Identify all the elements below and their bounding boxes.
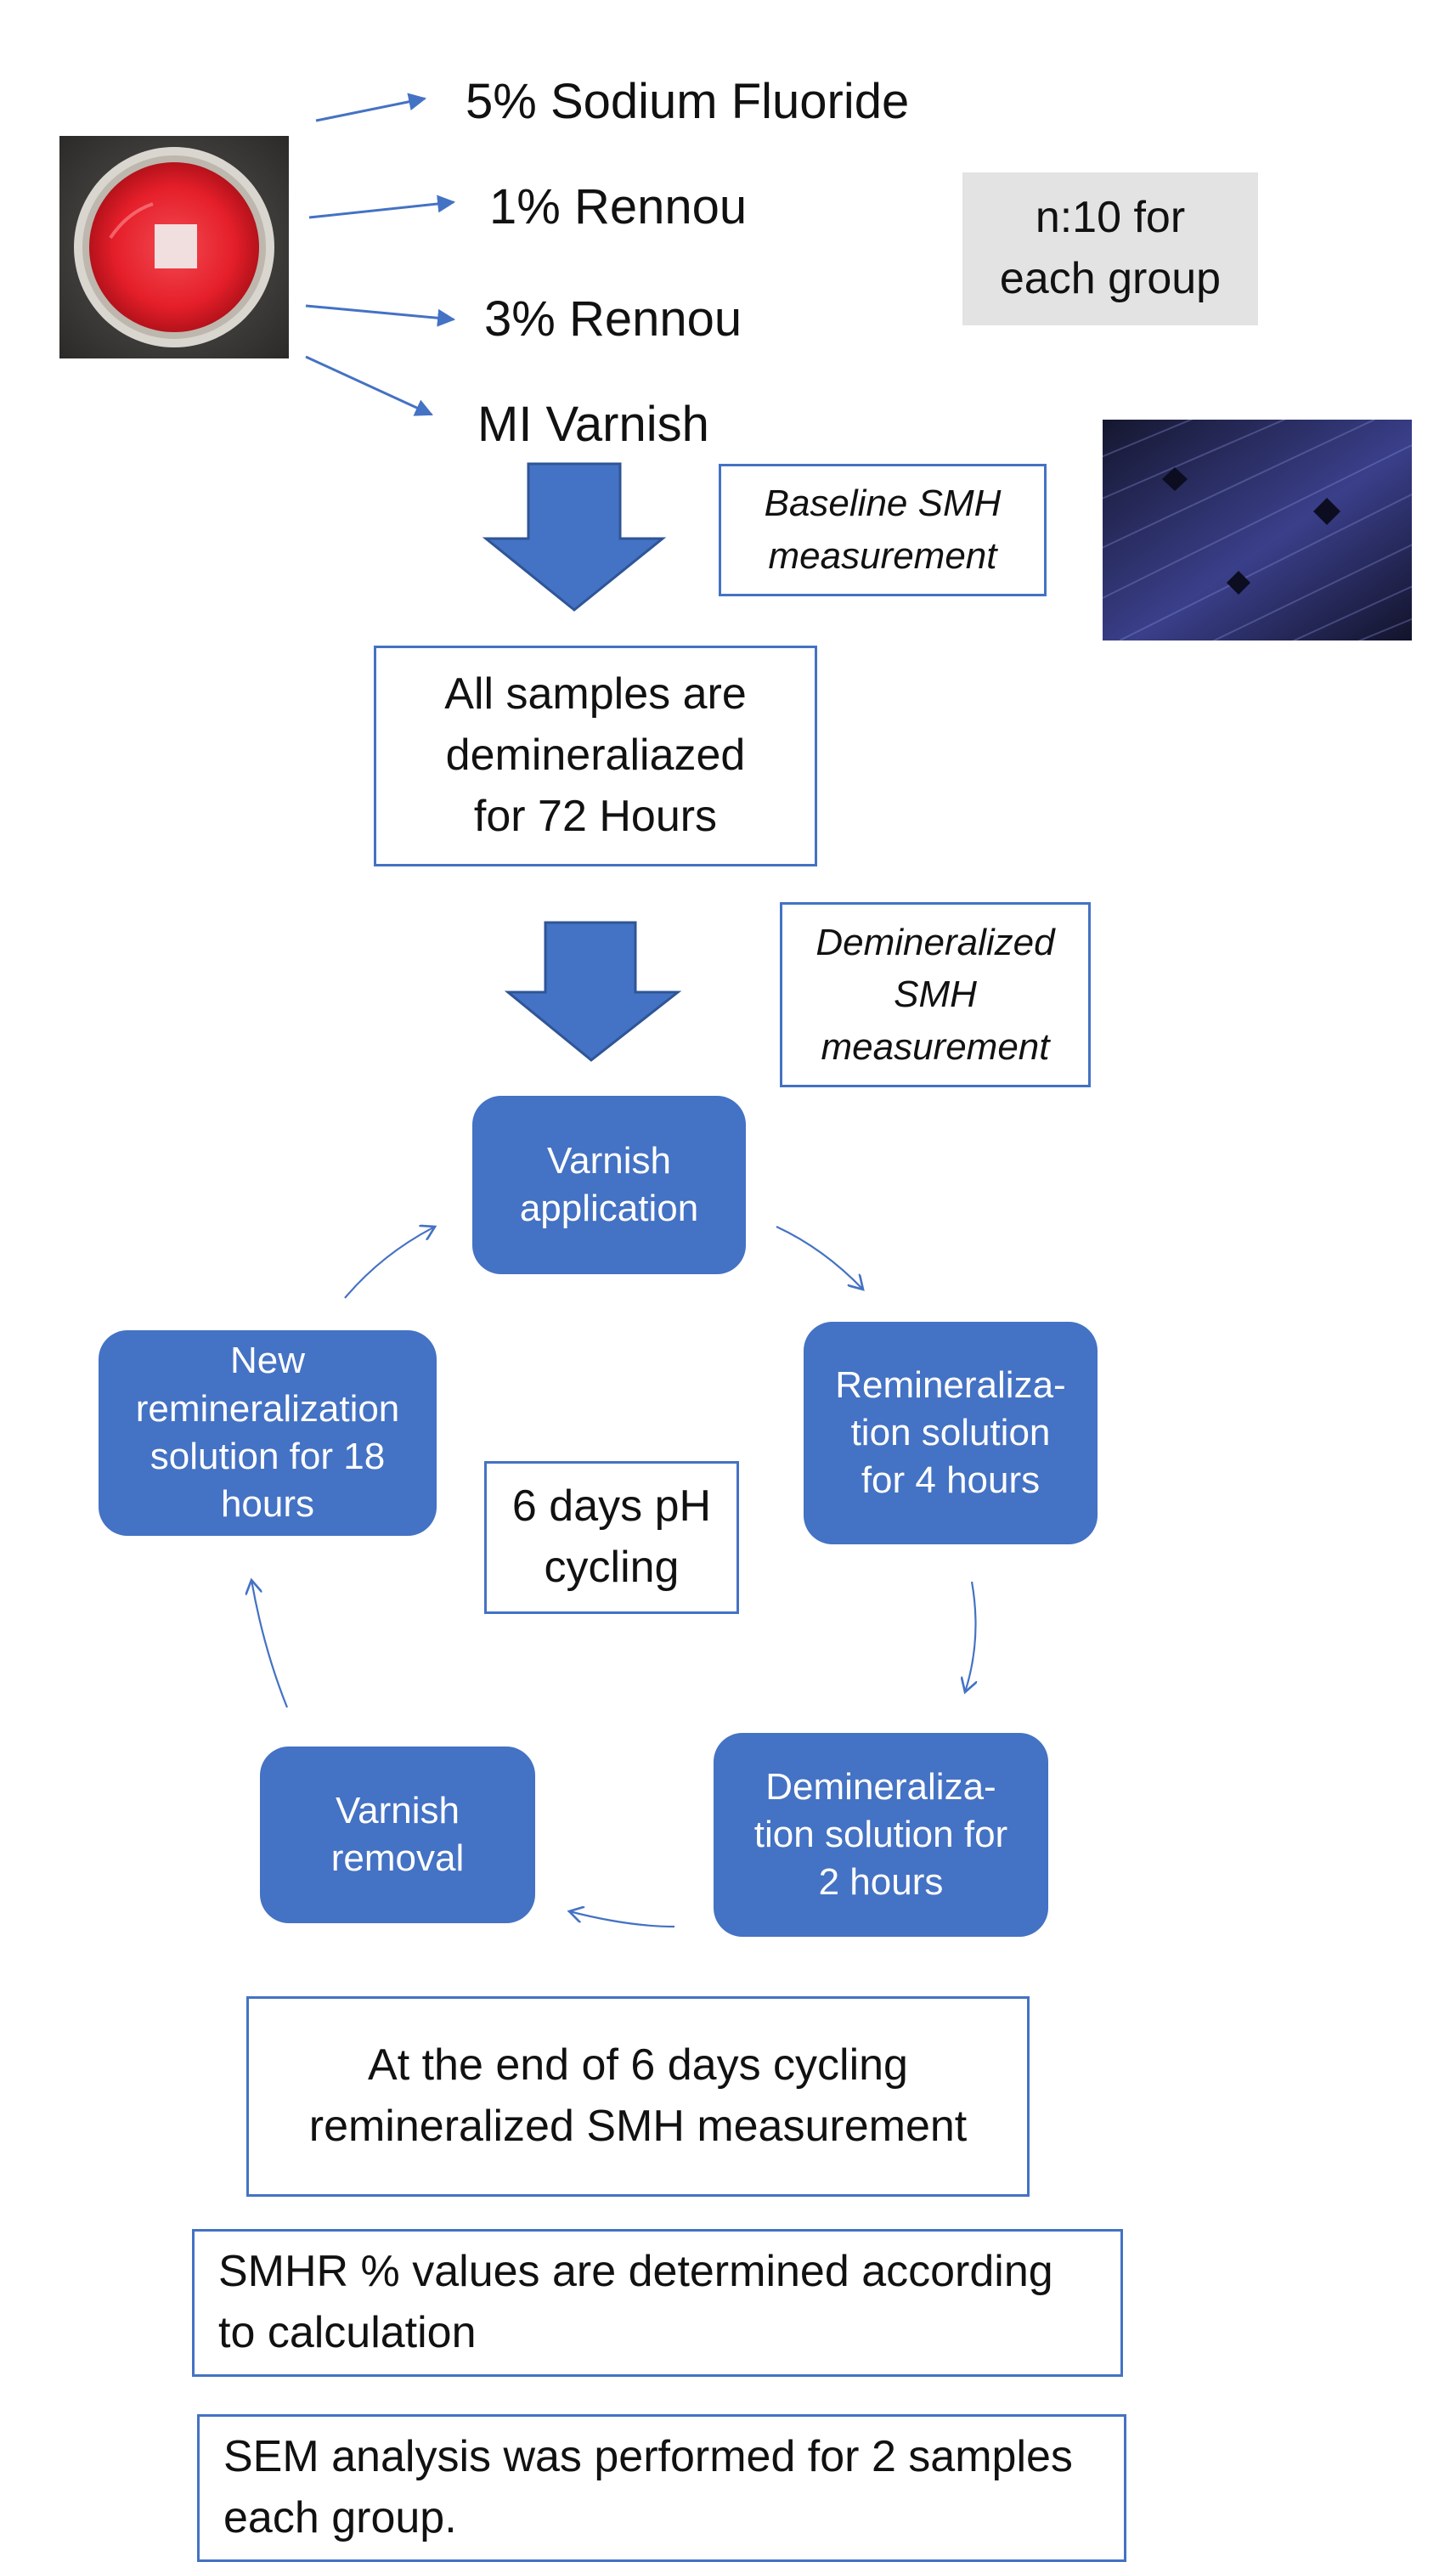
demineralization-text: All samples are demineraliazed for 72 Ho… bbox=[444, 669, 747, 841]
sample-photo bbox=[59, 136, 289, 358]
cycle-node-demineralization-2h: Demineraliza- tion solution for 2 hours bbox=[714, 1733, 1048, 1937]
demineralized-smh-note: Demineralized SMH measurement bbox=[780, 902, 1091, 1087]
cycle-arrow-2 bbox=[965, 1581, 976, 1692]
arrow-to-sodium-fluoride bbox=[315, 93, 427, 122]
cycle-node-remineralization-4h: Remineraliza- tion solution for 4 hours bbox=[804, 1322, 1098, 1544]
cycle-arrows bbox=[251, 1226, 976, 1928]
arrow-to-rennou-1 bbox=[308, 195, 456, 219]
demineralized-smh-text: Demineralized SMH measurement bbox=[815, 921, 1055, 1068]
cycle-arrow-1 bbox=[776, 1226, 863, 1289]
baseline-smh-text: Baseline SMH measurement bbox=[764, 482, 1002, 577]
cycle-label-text: 6 days pH cycling bbox=[511, 1481, 712, 1592]
end-measurement-box: At the end of 6 days cycling remineraliz… bbox=[246, 1996, 1030, 2197]
demineralization-box: All samples are demineraliazed for 72 Ho… bbox=[374, 646, 817, 866]
cycle-arrow-3 bbox=[569, 1911, 675, 1928]
sample-size-note: n:10 for each group bbox=[962, 172, 1258, 325]
end-measurement-text: At the end of 6 days cycling remineraliz… bbox=[308, 2040, 968, 2151]
group-label-rennou-3: 3% Rennou bbox=[484, 291, 742, 347]
block-arrow-down-1 bbox=[482, 462, 667, 612]
cycle-arrow-4 bbox=[251, 1580, 289, 1708]
arrow-to-mi-varnish bbox=[305, 355, 433, 416]
smhr-calculation-text: SMHR % values are determined according t… bbox=[218, 2247, 1053, 2357]
baseline-smh-note: Baseline SMH measurement bbox=[719, 464, 1047, 596]
cycle-node-varnish-application: Varnish application bbox=[472, 1096, 746, 1274]
cycle-node-new-remineralization-18h: New remineralization solution for 18 hou… bbox=[99, 1330, 437, 1536]
sem-analysis-box: SEM analysis was performed for 2 samples… bbox=[197, 2414, 1126, 2562]
group-label-rennou-1: 1% Rennou bbox=[489, 179, 748, 234]
group-label-mi-varnish: MI Varnish bbox=[477, 397, 709, 452]
block-arrow-down-2 bbox=[504, 921, 682, 1062]
group-label-sodium-fluoride: 5% Sodium Fluoride bbox=[466, 74, 910, 129]
cycle-arrow-5 bbox=[344, 1227, 435, 1299]
sem-analysis-text: SEM analysis was performed for 2 samples… bbox=[223, 2432, 1073, 2542]
cycle-node-varnish-removal: Varnish removal bbox=[260, 1747, 535, 1923]
arrow-to-rennou-3 bbox=[305, 304, 456, 327]
group-arrows bbox=[305, 93, 456, 416]
micrograph-photo bbox=[1103, 420, 1412, 640]
smhr-calculation-box: SMHR % values are determined according t… bbox=[192, 2229, 1123, 2377]
cycle-label-box: 6 days pH cycling bbox=[484, 1461, 739, 1614]
